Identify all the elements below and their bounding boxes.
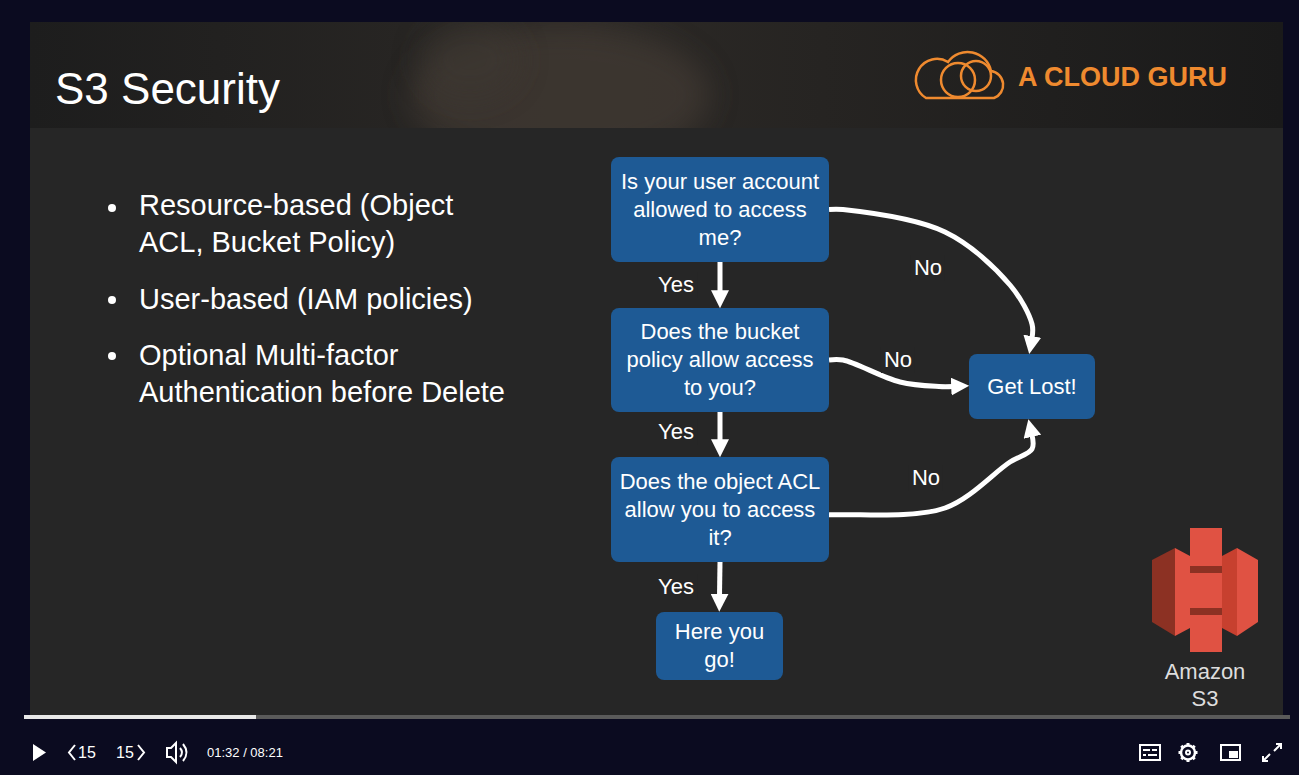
- time-display: 01:32 / 08:21: [207, 744, 283, 761]
- settings-teeth: [1179, 743, 1198, 762]
- flow-arrow: [829, 435, 1033, 515]
- pip-icon: [1221, 745, 1240, 760]
- skip-seconds: 15: [116, 743, 134, 762]
- cloud-outline: [916, 52, 1003, 98]
- s3-part: [1175, 548, 1190, 636]
- player-icons: [1140, 743, 1281, 762]
- pip-window: [1230, 752, 1237, 757]
- forward-chevron: [138, 745, 144, 760]
- flow-arrow: [718, 412, 723, 441]
- node-text: Here you go!: [663, 618, 776, 674]
- s3-icon: [1152, 528, 1258, 652]
- slide-title: S3 Security: [55, 62, 280, 116]
- bullet-dot: [108, 204, 116, 212]
- volume-icon: [167, 743, 187, 762]
- settings-icon: [1181, 746, 1195, 760]
- speaker: [167, 743, 176, 762]
- bullet-text: Optional Multi-factor Authentication bef…: [139, 337, 524, 411]
- captions-lines: [1143, 750, 1157, 755]
- bullets: [108, 204, 116, 360]
- node-text: Get Lost!: [987, 373, 1076, 401]
- s3-part: [1190, 566, 1222, 573]
- edge-label: Yes: [655, 574, 697, 600]
- decision-box: Is your user account allowed to access m…: [611, 157, 829, 262]
- flow-arrow: [718, 262, 723, 292]
- fullscreen-icon: [1263, 744, 1281, 761]
- rewind-chevron: [69, 745, 75, 760]
- s3-part: [1152, 548, 1175, 636]
- edge-label: No: [909, 465, 943, 491]
- cloud-ring: [961, 61, 991, 91]
- play-icon: [33, 744, 46, 761]
- bullet-text: User-based (IAM policies): [139, 281, 524, 318]
- s3-part: [1237, 548, 1258, 636]
- node-text: Is your user account allowed to access m…: [618, 168, 822, 252]
- edge-label: Yes: [655, 272, 697, 298]
- presenter-blur: [410, 22, 710, 128]
- edge-label: No: [911, 255, 945, 281]
- s3-part: [1190, 608, 1222, 615]
- sound-wave: [180, 748, 182, 757]
- logo-text: A CLOUD GURU: [1018, 60, 1227, 94]
- skip-seconds: 15: [78, 743, 96, 762]
- sound-wave: [183, 744, 187, 761]
- bullet-text: Resource-based (Object ACL, Bucket Polic…: [139, 187, 524, 261]
- settings-hub: [1186, 751, 1190, 755]
- edge-label: No: [881, 347, 915, 373]
- result-box: Here you go!: [656, 612, 783, 680]
- cloud-ring: [941, 63, 975, 97]
- progress-track: [24, 715, 1290, 719]
- flow-arrow: [829, 209, 1033, 338]
- s3-part: [1222, 548, 1237, 636]
- flow-arrow: [717, 562, 723, 596]
- decision-box: Does the object ACL allow you to access …: [611, 457, 829, 562]
- progress-played: [24, 715, 256, 719]
- node-text: Does the object ACL allow you to access …: [618, 468, 822, 552]
- bullet-dot: [108, 296, 116, 304]
- s3-part: [1190, 528, 1222, 652]
- presenter-shape: [420, 22, 520, 100]
- slide-body: [30, 22, 1283, 715]
- deny-box: Get Lost!: [969, 354, 1095, 419]
- edge-label: Yes: [655, 419, 697, 445]
- icon-caption: Amazon S3: [1155, 658, 1255, 712]
- captions-icon: [1140, 745, 1160, 760]
- cloud-logo: [916, 52, 1003, 98]
- node-text: Does the bucket policy allow access to y…: [618, 318, 822, 402]
- bullet-dot: [108, 352, 116, 360]
- decision-box: Does the bucket policy allow access to y…: [611, 308, 829, 412]
